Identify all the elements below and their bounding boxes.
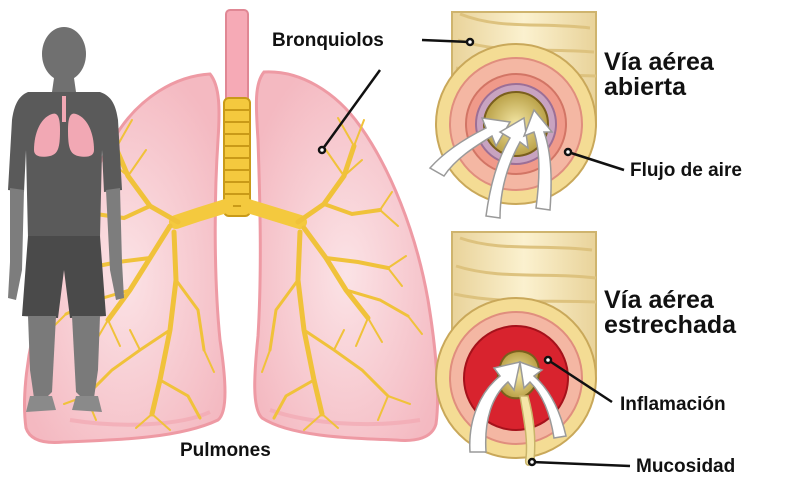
- lungs-label: Pulmones: [180, 440, 271, 462]
- narrowed-airway-illustration: [436, 232, 596, 465]
- trachea-rings: [224, 98, 250, 216]
- right-lung: [255, 72, 438, 441]
- narrowed-airway-title-line1: Vía aérea: [604, 288, 736, 313]
- trachea-upper: [226, 10, 248, 106]
- bronchioles-label: Bronquiolos: [272, 30, 384, 52]
- mucus-label: Mucosidad: [636, 456, 735, 478]
- open-airway-illustration: [430, 12, 596, 218]
- open-airway-title: Vía aérea abierta: [604, 50, 714, 100]
- inflammation-label: Inflamación: [620, 394, 726, 416]
- open-airway-title-line2: abierta: [604, 75, 714, 100]
- open-airway-title-line1: Vía aérea: [604, 50, 714, 75]
- airflow-label: Flujo de aire: [630, 160, 742, 182]
- callout-mucus: [532, 462, 630, 466]
- narrowed-airway-title: Vía aérea estrechada: [604, 288, 736, 338]
- narrowed-airway-title-line2: estrechada: [604, 313, 736, 338]
